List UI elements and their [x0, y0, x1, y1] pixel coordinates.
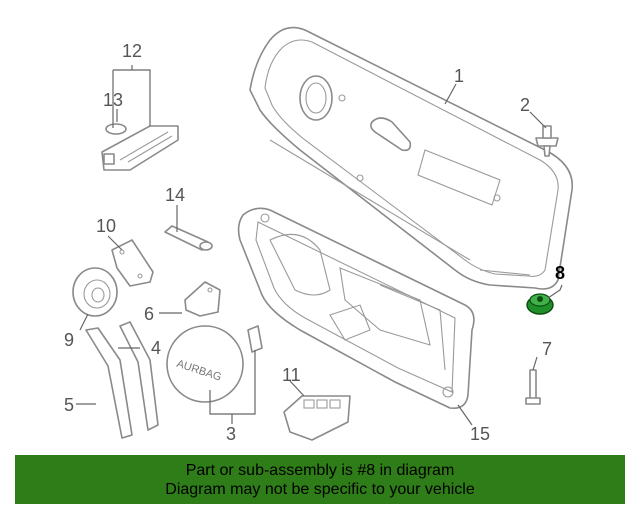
banner-line-2: Diagram may not be specific to your vehi…	[165, 480, 475, 498]
part-15-door-inner-frame[interactable]	[237, 207, 475, 410]
part-5-weatherstrip[interactable]	[85, 327, 133, 439]
leader-lines	[76, 65, 563, 426]
part-13-switch-cap[interactable]	[105, 123, 127, 135]
callout-3: 3	[226, 424, 236, 444]
callout-8: 8	[555, 263, 565, 283]
callout-1: 1	[454, 66, 464, 86]
callout-labels: 1 2 3 4 5 6 7 8 9 10 11 12 13 14 15	[64, 41, 565, 444]
part-3-airbag[interactable]: AURBAG	[166, 325, 263, 403]
callout-2: 2	[520, 95, 530, 115]
part-1-door-trim-panel[interactable]	[249, 26, 574, 290]
part-7-bolt[interactable]	[525, 369, 541, 405]
callout-11: 11	[282, 365, 301, 385]
banner-line-1: Part or sub-assembly is #8 in diagram	[185, 461, 455, 479]
callout-12: 12	[122, 41, 142, 61]
part-14-bracket[interactable]	[164, 225, 213, 251]
callout-15: 15	[470, 424, 490, 444]
callout-7: 7	[542, 339, 552, 359]
part-4-trim-strip[interactable]	[119, 321, 159, 431]
info-banner: Part or sub-assembly is #8 in diagram Di…	[15, 455, 625, 504]
callout-4: 4	[151, 338, 161, 358]
callout-6: 6	[144, 304, 154, 324]
part-8-clip-highlighted[interactable]	[526, 293, 554, 315]
callout-9: 9	[64, 330, 74, 350]
part-9-speaker[interactable]	[72, 267, 118, 317]
callout-13: 13	[103, 90, 123, 110]
parts-diagram: AURBAG 1 2 3 4 5 6 7	[64, 26, 574, 444]
part-11-window-switch[interactable]	[283, 395, 351, 441]
callout-14: 14	[165, 185, 185, 205]
part-2-clip[interactable]	[535, 125, 559, 157]
part-6-bracket[interactable]	[184, 281, 221, 317]
callout-10: 10	[96, 216, 116, 236]
callout-5: 5	[64, 395, 74, 415]
